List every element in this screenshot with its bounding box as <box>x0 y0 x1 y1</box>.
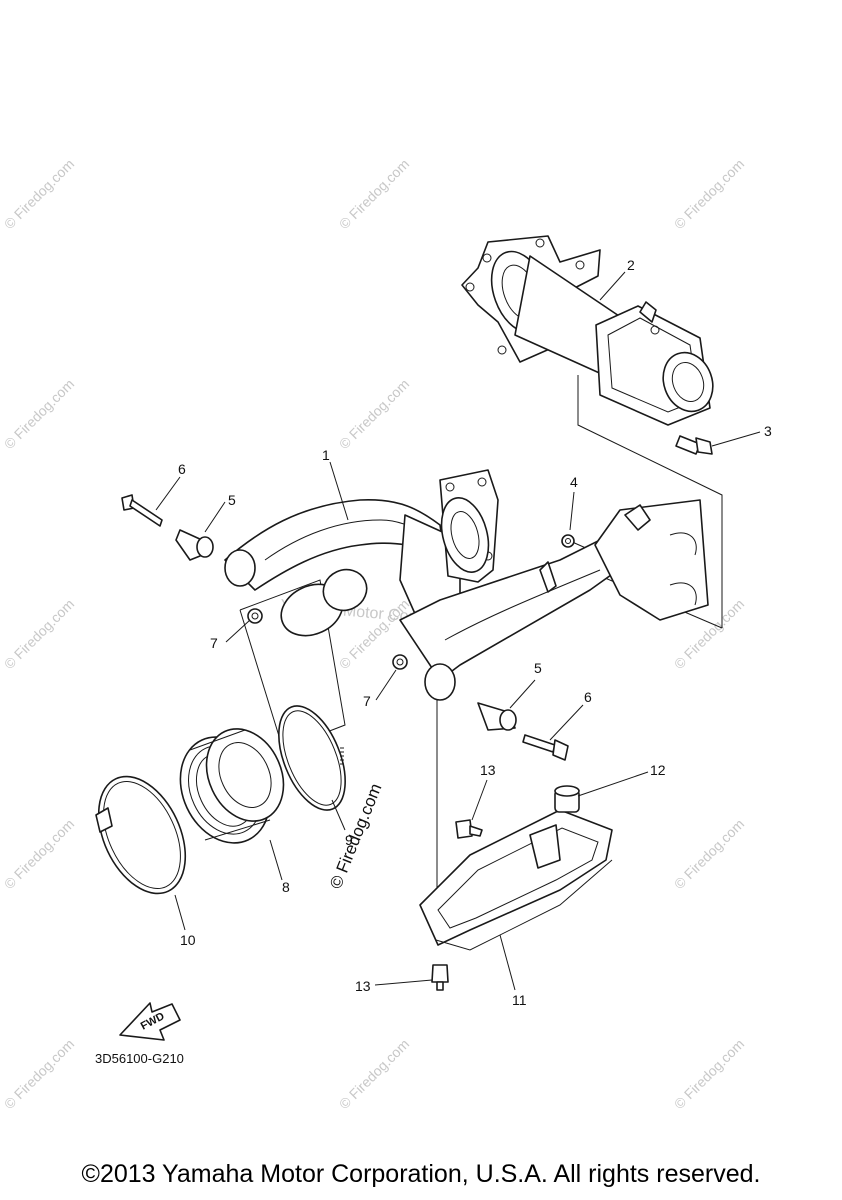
watermark-text: © Firedog.com <box>671 156 747 232</box>
diagram-code: 3D56100-G210 <box>95 1051 184 1066</box>
nut-part-7-right <box>392 654 408 670</box>
callout-2: 2 <box>627 257 635 273</box>
collar-part-5-upper <box>175 529 214 561</box>
bolt-part-13-upper <box>455 819 483 839</box>
nut-part-7-left <box>247 608 263 624</box>
guard-plate-part-11 <box>419 809 613 951</box>
watermark-text: © Firedog.com <box>1 376 77 452</box>
callout-6-upper: 6 <box>178 461 186 477</box>
nut-part-4 <box>561 534 575 548</box>
watermark-text: © Firedog.com <box>671 1036 747 1112</box>
clamp-part-9 <box>278 705 346 811</box>
swingarm-part <box>224 469 709 701</box>
pivot-bolt-part-6-lower <box>522 734 569 761</box>
callout-8: 8 <box>282 879 290 895</box>
watermark-text: © Firedog.com <box>1 596 77 672</box>
callout-7-left: 7 <box>210 635 218 651</box>
watermark-layer: © Firedog.com © Firedog.com © Firedog.co… <box>1 156 747 1112</box>
watermark-text: © Firedog.com <box>336 156 412 232</box>
watermark-text: © Firedog.com <box>1 156 77 232</box>
watermark-text: © Firedog.com <box>671 816 747 892</box>
watermark-text: © Firedog.com <box>336 376 412 452</box>
callout-labels: 1 2 3 4 5 5 6 6 7 7 8 9 10 11 12 13 13 <box>178 257 772 1008</box>
callout-6-lower: 6 <box>584 689 592 705</box>
collar-part-5-lower <box>477 702 517 731</box>
watermark-text: © Firedog.com <box>336 1036 412 1112</box>
callout-4: 4 <box>570 474 578 490</box>
watermark-text: © Firedog.com <box>1 816 77 892</box>
callout-5-upper: 5 <box>228 492 236 508</box>
callout-7-right: 7 <box>363 693 371 709</box>
fwd-arrow-icon: FWD <box>119 1002 181 1041</box>
callout-10: 10 <box>180 932 196 948</box>
pivot-bolt-part-6-upper <box>121 494 163 527</box>
callout-13-upper: 13 <box>480 762 496 778</box>
copyright-notice: ©2013 Yamaha Motor Corporation, U.S.A. A… <box>81 1160 761 1188</box>
boot-part-8 <box>179 728 285 844</box>
leader-lines <box>155 271 761 991</box>
callout-9: 9 <box>345 832 353 848</box>
callout-12: 12 <box>650 762 666 778</box>
clamp-part-10 <box>95 775 187 895</box>
axle-housing-part <box>461 235 714 426</box>
callout-5-lower: 5 <box>534 660 542 676</box>
callout-11: 11 <box>512 992 527 1008</box>
callout-3: 3 <box>764 423 772 439</box>
bolt-part-13-lower <box>431 964 449 991</box>
callout-1: 1 <box>322 447 330 463</box>
damper-part-12 <box>554 785 580 813</box>
watermark-text: © Firedog.com <box>1 1036 77 1112</box>
bolt-part-3 <box>675 435 713 455</box>
callout-13-lower: 13 <box>355 978 371 994</box>
